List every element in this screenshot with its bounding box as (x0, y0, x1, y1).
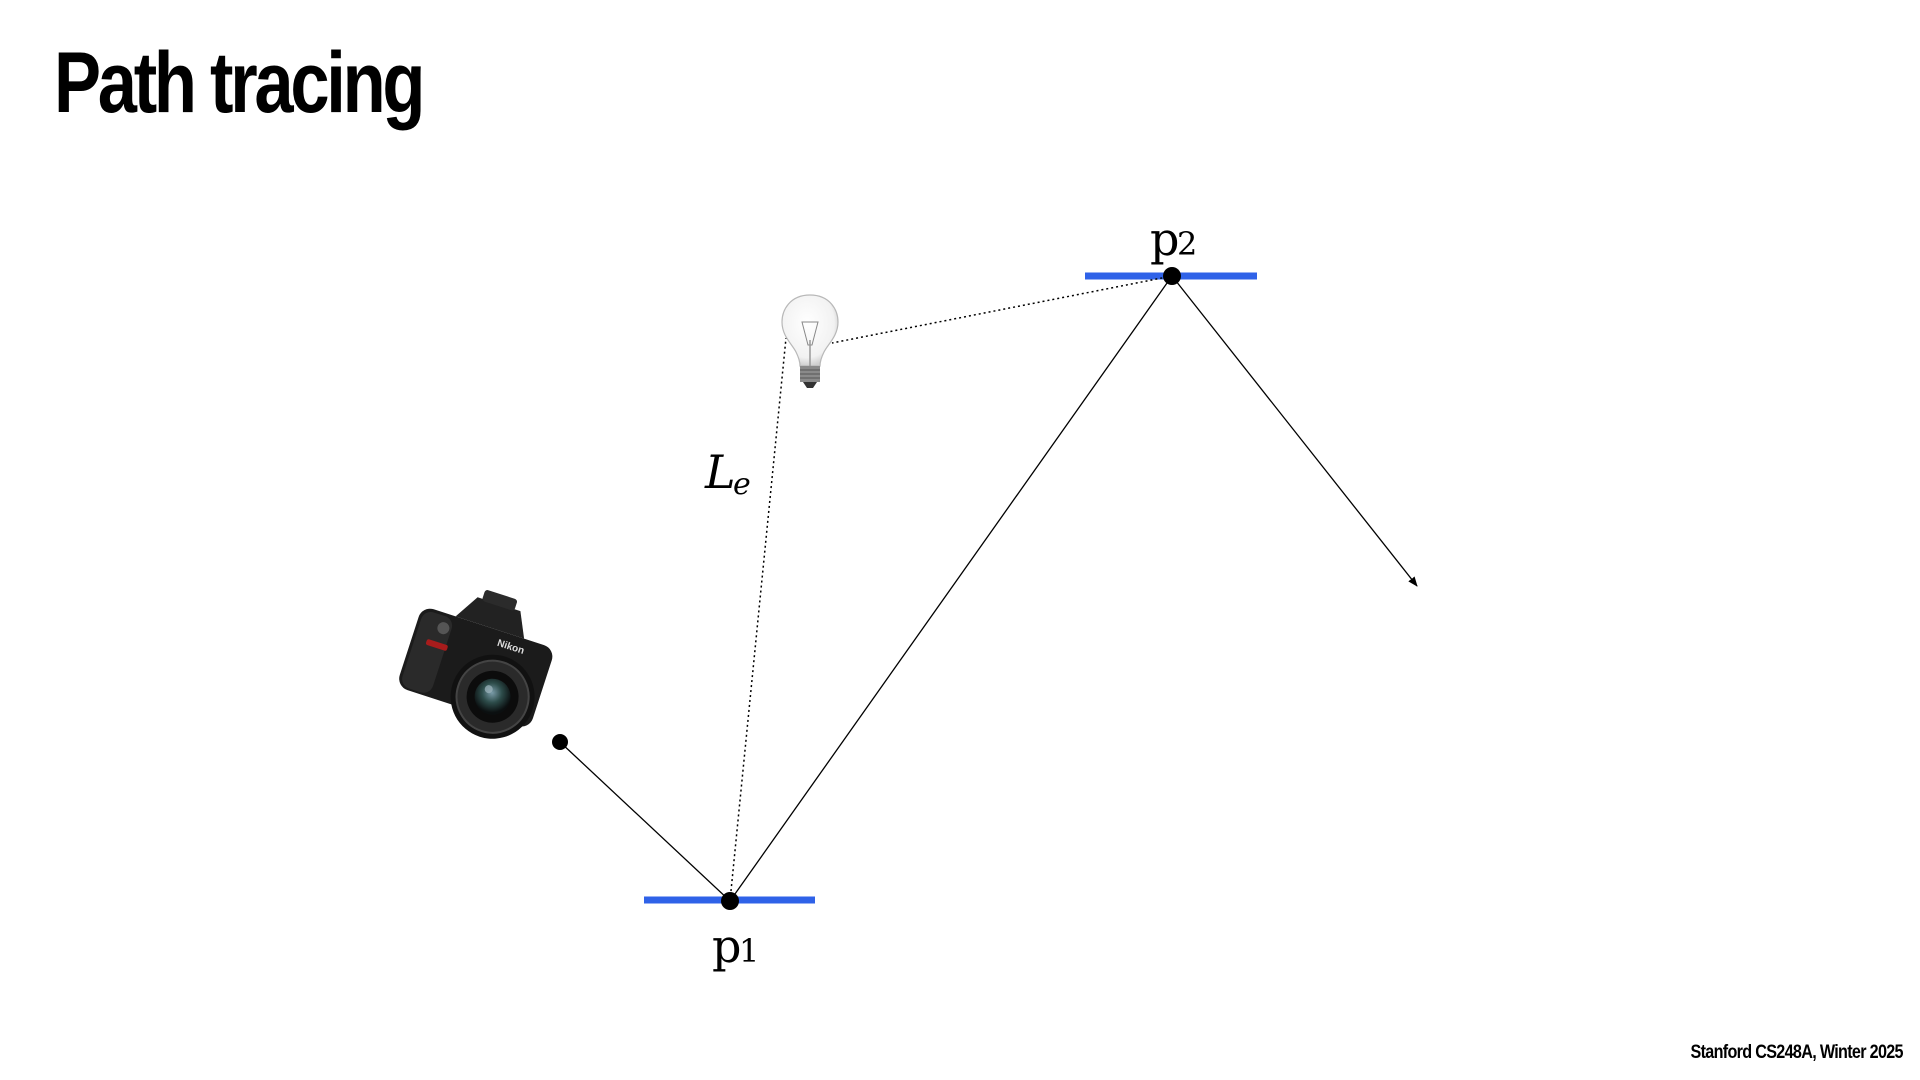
slide-footer: Stanford CS248A, Winter 2025 (1690, 1042, 1904, 1063)
vertex-p1 (721, 892, 739, 910)
label-p1: p 1 (712, 919, 759, 973)
svg-text:1: 1 (739, 932, 759, 970)
shadow-ray-p2-to-light (831, 275, 1173, 344)
slide-title: Path tracing (54, 35, 425, 131)
svg-text:e: e (733, 467, 751, 502)
label-emitted-radiance: L e (704, 445, 751, 502)
svg-text:2: 2 (1177, 225, 1197, 263)
svg-text:p: p (712, 919, 741, 973)
shadow-ray-p1-to-light (729, 337, 787, 902)
light-bulb-icon (781, 294, 839, 388)
svg-text:L: L (704, 445, 736, 499)
camera-vertex (552, 734, 568, 750)
camera-icon: Nikon (399, 590, 553, 739)
ray-p2-outgoing (1171, 275, 1418, 587)
svg-text:p: p (1150, 212, 1179, 266)
label-p2: p 2 (1150, 212, 1197, 266)
vertex-p2 (1163, 267, 1181, 285)
ray-p1-to-p2 (729, 275, 1173, 902)
ray-camera-to-p1 (559, 741, 731, 902)
